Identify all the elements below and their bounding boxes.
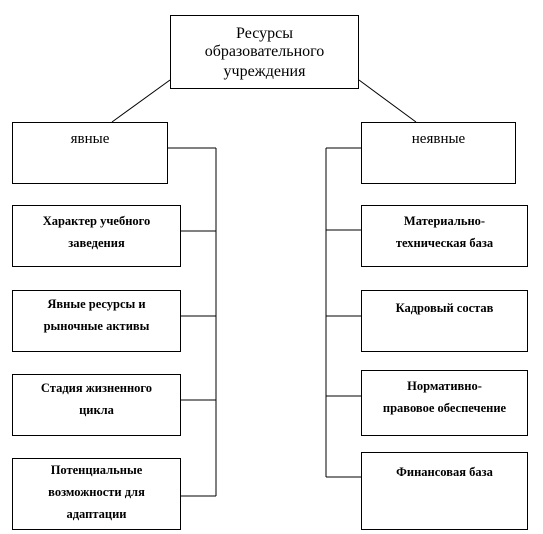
root-to-explicit-line xyxy=(111,79,171,123)
explicit-item-2: Явные ресурсы и рыночные активы xyxy=(12,290,181,352)
explicit-item-2-line-2: рыночные активы xyxy=(43,319,150,333)
implicit-item-3: Нормативно- правовое обеспечение xyxy=(361,370,528,436)
explicit-item-4-text: Потенциальные возможности для адаптации xyxy=(13,459,180,525)
explicit-item-1-text: Характер учебного заведения xyxy=(13,210,180,254)
implicit-item-1-line-1: Материально- xyxy=(403,214,486,228)
explicit-item-3-line-2: цикла xyxy=(79,403,114,417)
implicit-category-node: неявные xyxy=(361,122,516,184)
explicit-item-3-line-1: Стадия жизненного xyxy=(40,381,153,395)
implicit-item-2-line-1: Кадровый состав xyxy=(395,301,494,315)
root-to-implicit-line xyxy=(358,79,417,123)
implicit-item-3-line-1: Нормативно- xyxy=(407,379,482,393)
implicit-item-1-line-2: техническая база xyxy=(395,236,494,250)
explicit-item-4: Потенциальные возможности для адаптации xyxy=(12,458,181,530)
implicit-item-4-line-1: Финансовая база xyxy=(396,465,493,479)
explicit-item-4-line-3: адаптации xyxy=(66,507,127,521)
explicit-item-1: Характер учебного заведения xyxy=(12,205,181,267)
implicit-item-2-text: Кадровый состав xyxy=(362,297,527,319)
explicit-item-4-line-1: Потенциальные xyxy=(50,463,143,477)
root-title-line-1: Ресурсы xyxy=(236,25,293,42)
implicit-item-3-line-2: правовое обеспечение xyxy=(382,401,507,415)
root-title-line-3: учреждения xyxy=(223,63,306,80)
implicit-item-2: Кадровый состав xyxy=(361,290,528,352)
explicit-category-node: явные xyxy=(12,122,168,184)
explicit-category-label: явные xyxy=(70,131,110,147)
explicit-item-1-line-2: заведения xyxy=(68,236,125,250)
implicit-item-1: Материально- техническая база xyxy=(361,205,528,267)
explicit-item-1-line-1: Характер учебного xyxy=(42,214,151,228)
root-title-line-2: образовательного xyxy=(204,43,325,60)
root-node: Ресурсы образовательного учреждения xyxy=(170,15,359,89)
implicit-item-4: Финансовая база xyxy=(361,452,528,530)
implicit-category-label: неявные xyxy=(411,131,466,147)
implicit-item-4-text: Финансовая база xyxy=(362,461,527,483)
explicit-item-4-line-2: возможности для xyxy=(48,485,145,499)
implicit-item-3-text: Нормативно- правовое обеспечение xyxy=(362,375,527,419)
explicit-item-2-line-1: Явные ресурсы и xyxy=(47,297,146,311)
explicit-item-3-text: Стадия жизненного цикла xyxy=(13,377,180,421)
explicit-item-3: Стадия жизненного цикла xyxy=(12,374,181,436)
explicit-item-2-text: Явные ресурсы и рыночные активы xyxy=(13,293,180,337)
implicit-item-1-text: Материально- техническая база xyxy=(362,210,527,254)
